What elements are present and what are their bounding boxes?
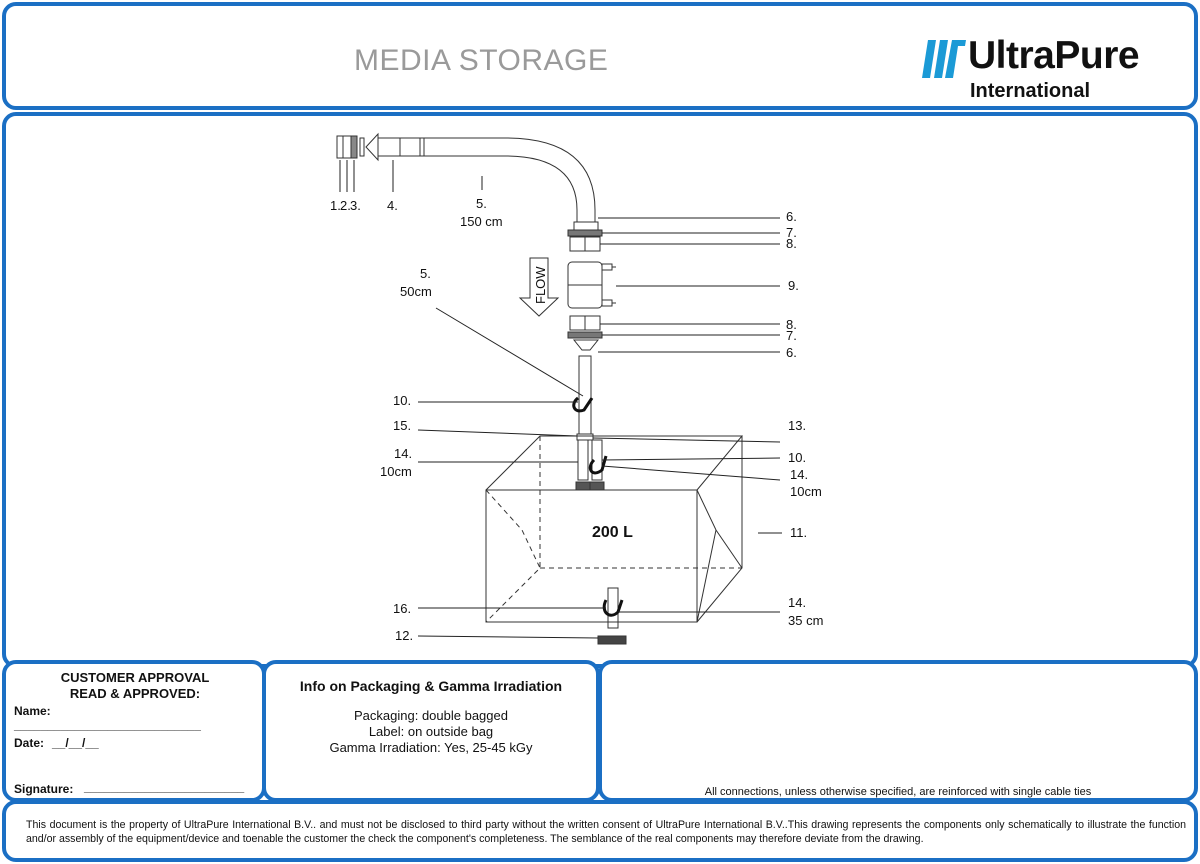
clamp-upper	[572, 396, 594, 413]
label-13: 13.	[788, 418, 806, 433]
name-label: Name:	[14, 704, 51, 718]
flow-label: FLOW	[533, 266, 548, 304]
label-14-bottom-length: 35 cm	[788, 613, 823, 628]
upper-fittings	[567, 221, 603, 252]
label-5-lower: 5.	[420, 266, 431, 281]
logo-brand-text: UltraPure	[968, 34, 1140, 77]
label-7-upper: 7.	[786, 225, 797, 240]
packaging-info-panel: Info on Packaging & Gamma Irradiation Pa…	[262, 660, 600, 802]
label-9: 9.	[788, 278, 799, 293]
label-5-upper: 5.	[476, 196, 487, 211]
signature-line[interactable]: ________________________	[84, 780, 245, 794]
label-5-lower-length: 50cm	[400, 284, 432, 299]
connections-note: All connections, unless otherwise specif…	[704, 786, 1092, 798]
label-4: 4.	[387, 198, 398, 213]
gamma-text: Gamma Irradiation: Yes, 25-45 kGy	[329, 740, 533, 755]
label-6-lower: 6.	[786, 345, 797, 360]
label-text: Label: on outside bag	[368, 724, 494, 739]
bottom-outlet	[597, 587, 627, 645]
label-1: 1.	[330, 198, 341, 213]
disclaimer-panel: This document is the property of UltraPu…	[2, 800, 1198, 862]
label-14-left: 14.	[394, 446, 412, 461]
drawing-panel	[2, 112, 1198, 668]
page-title: MEDIA STORAGE	[354, 44, 609, 77]
leader-lines	[339, 160, 782, 639]
tank-inlet-tubes	[575, 439, 608, 491]
label-5-upper-length: 150 cm	[460, 214, 503, 229]
filter-capsule	[567, 261, 616, 309]
lower-fittings	[567, 315, 603, 351]
label-8-upper: 8.	[786, 236, 797, 251]
signature-label: Signature:	[14, 782, 74, 796]
flow-arrow-icon	[518, 257, 560, 317]
packaging-text: Packaging: double bagged	[354, 708, 508, 723]
label-14-right: 14.	[790, 467, 808, 482]
header-panel: MEDIA STORAGE UltraPure International	[2, 2, 1198, 110]
label-8-lower: 8.	[786, 317, 797, 332]
label-2: 2.	[340, 198, 351, 213]
label-15: 15.	[393, 418, 411, 433]
logo-mark-icon	[922, 40, 966, 78]
label-11: 11.	[790, 525, 807, 540]
label-7-lower: 7.	[786, 328, 797, 343]
label-12: 12.	[395, 628, 413, 643]
label-14-bottom: 14.	[788, 595, 806, 610]
approval-heading: CUSTOMER APPROVAL	[60, 670, 210, 685]
label-14-left-length: 10cm	[380, 464, 412, 479]
label-10-left: 10.	[393, 393, 411, 408]
date-line[interactable]: __/__/__	[52, 736, 99, 750]
connector-15	[576, 433, 594, 441]
customer-approval-panel: CUSTOMER APPROVAL READ & APPROVED: Name:…	[2, 660, 266, 802]
tube-150cm	[378, 137, 596, 222]
info-title: Info on Packaging & Gamma Irradiation	[299, 678, 563, 694]
logo-sub-text: International	[970, 80, 1091, 102]
tank-bag	[485, 435, 744, 623]
tank-volume-label: 200 L	[592, 524, 633, 541]
disclaimer-text: This document is the property of UltraPu…	[26, 819, 1186, 845]
label-3: 3.	[350, 198, 361, 213]
label-16: 16.	[393, 601, 411, 616]
name-line[interactable]: ____________________________	[14, 718, 201, 732]
label-6-upper: 6.	[786, 209, 797, 224]
approval-subheading: READ & APPROVED:	[69, 686, 201, 701]
date-label: Date:	[14, 736, 45, 750]
label-14-right-length: 10cm	[790, 484, 822, 499]
connector-parts	[336, 132, 379, 162]
company-logo: UltraPure International	[920, 34, 1182, 102]
label-10-right: 10.	[788, 450, 806, 465]
notes-panel: All connections, unless otherwise specif…	[598, 660, 1198, 802]
